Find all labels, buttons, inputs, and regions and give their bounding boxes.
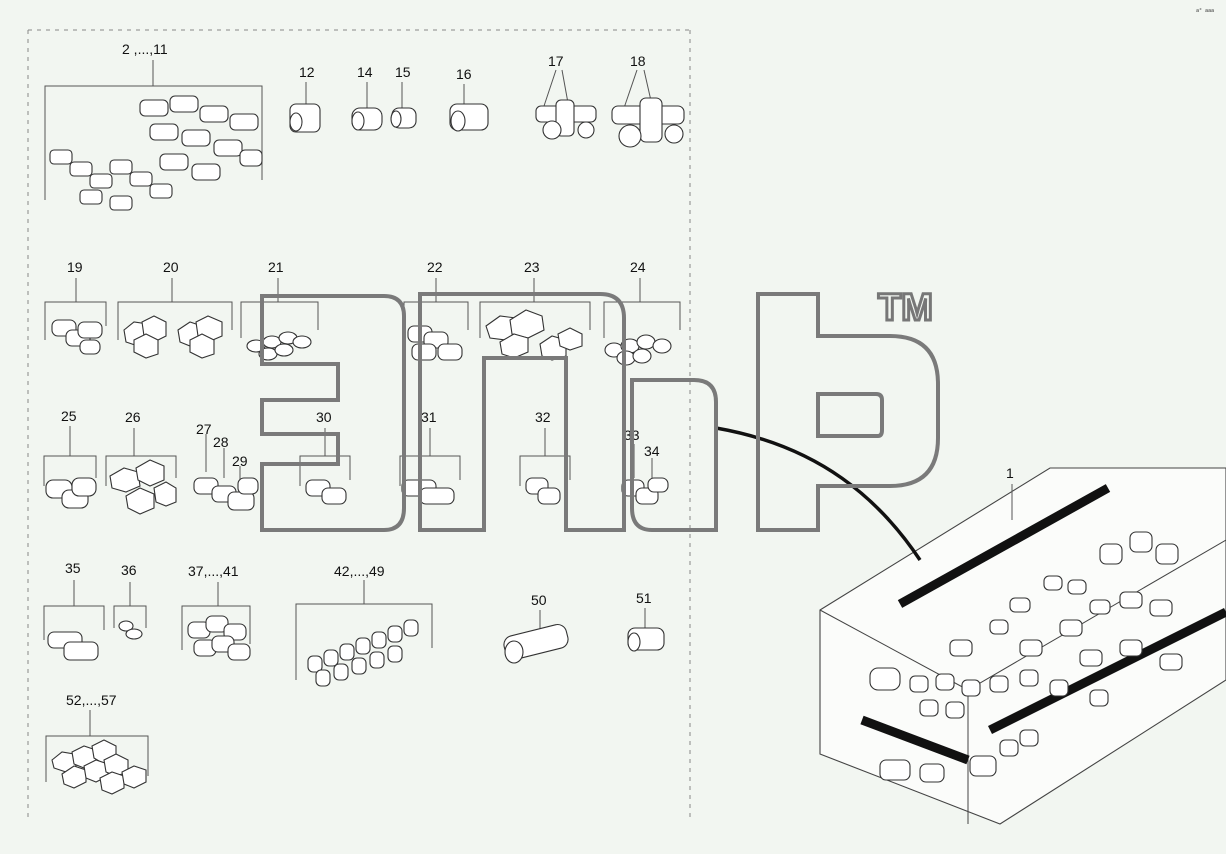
group-26 xyxy=(105,428,177,515)
part-50 xyxy=(503,610,569,664)
part-16 xyxy=(449,84,489,132)
group-37-41 xyxy=(181,582,251,661)
group-24 xyxy=(603,278,681,366)
group-21 xyxy=(240,278,319,361)
callout-52-57: 52,...,57 xyxy=(66,692,117,708)
callout-16: 16 xyxy=(456,66,472,82)
callout-19: 19 xyxy=(67,259,83,275)
group-30 xyxy=(299,428,351,505)
connector-line xyxy=(715,426,922,561)
callout-27: 27 xyxy=(196,421,212,437)
callout-31: 31 xyxy=(421,409,437,425)
group-32 xyxy=(519,428,571,505)
callout-29: 29 xyxy=(232,453,248,469)
callout-35: 35 xyxy=(65,560,81,576)
part-17 xyxy=(535,69,597,140)
watermark-logo: TM xyxy=(260,286,940,532)
callout-28: 28 xyxy=(213,434,229,450)
callout-50: 50 xyxy=(531,592,547,608)
group-25 xyxy=(43,426,97,509)
callout-51: 51 xyxy=(636,590,652,606)
callout-34: 34 xyxy=(644,443,660,459)
group-19 xyxy=(44,278,107,355)
part-12 xyxy=(289,82,321,133)
callout-18: 18 xyxy=(630,53,646,69)
group-27-29 xyxy=(193,434,259,511)
corner-text: a° aaa xyxy=(1196,8,1214,14)
callout-36: 36 xyxy=(121,562,137,578)
part-51 xyxy=(627,608,665,652)
callout-23: 23 xyxy=(524,259,540,275)
callout-32: 32 xyxy=(535,409,551,425)
callout-17: 17 xyxy=(548,53,564,69)
group-2-11 xyxy=(44,60,263,211)
group-20 xyxy=(117,278,233,359)
watermark-tm: TM xyxy=(878,287,933,329)
group-52-57 xyxy=(45,710,149,795)
part-18 xyxy=(611,69,685,148)
part-15 xyxy=(390,82,417,129)
group-35 xyxy=(43,580,105,661)
callout-26: 26 xyxy=(125,409,141,425)
callout-37-41: 37,...,41 xyxy=(188,563,239,579)
callout-14: 14 xyxy=(357,64,373,80)
callout-42-49: 42,...,49 xyxy=(334,563,385,579)
group-42-49 xyxy=(295,580,433,687)
callout-2-11: 2 ,...,11 xyxy=(122,41,168,57)
callout-30: 30 xyxy=(316,409,332,425)
part-14 xyxy=(351,82,383,131)
callout-15: 15 xyxy=(395,64,411,80)
callout-1: 1 xyxy=(1006,465,1014,481)
callout-25: 25 xyxy=(61,408,77,424)
callout-22: 22 xyxy=(427,259,443,275)
callout-20: 20 xyxy=(163,259,179,275)
kit-box xyxy=(819,467,1226,825)
group-31 xyxy=(399,428,461,505)
callout-24: 24 xyxy=(630,259,646,275)
group-36 xyxy=(113,582,147,640)
callout-21: 21 xyxy=(268,259,284,275)
group-22 xyxy=(403,278,469,361)
callout-12: 12 xyxy=(299,64,315,80)
group-23 xyxy=(479,278,591,361)
